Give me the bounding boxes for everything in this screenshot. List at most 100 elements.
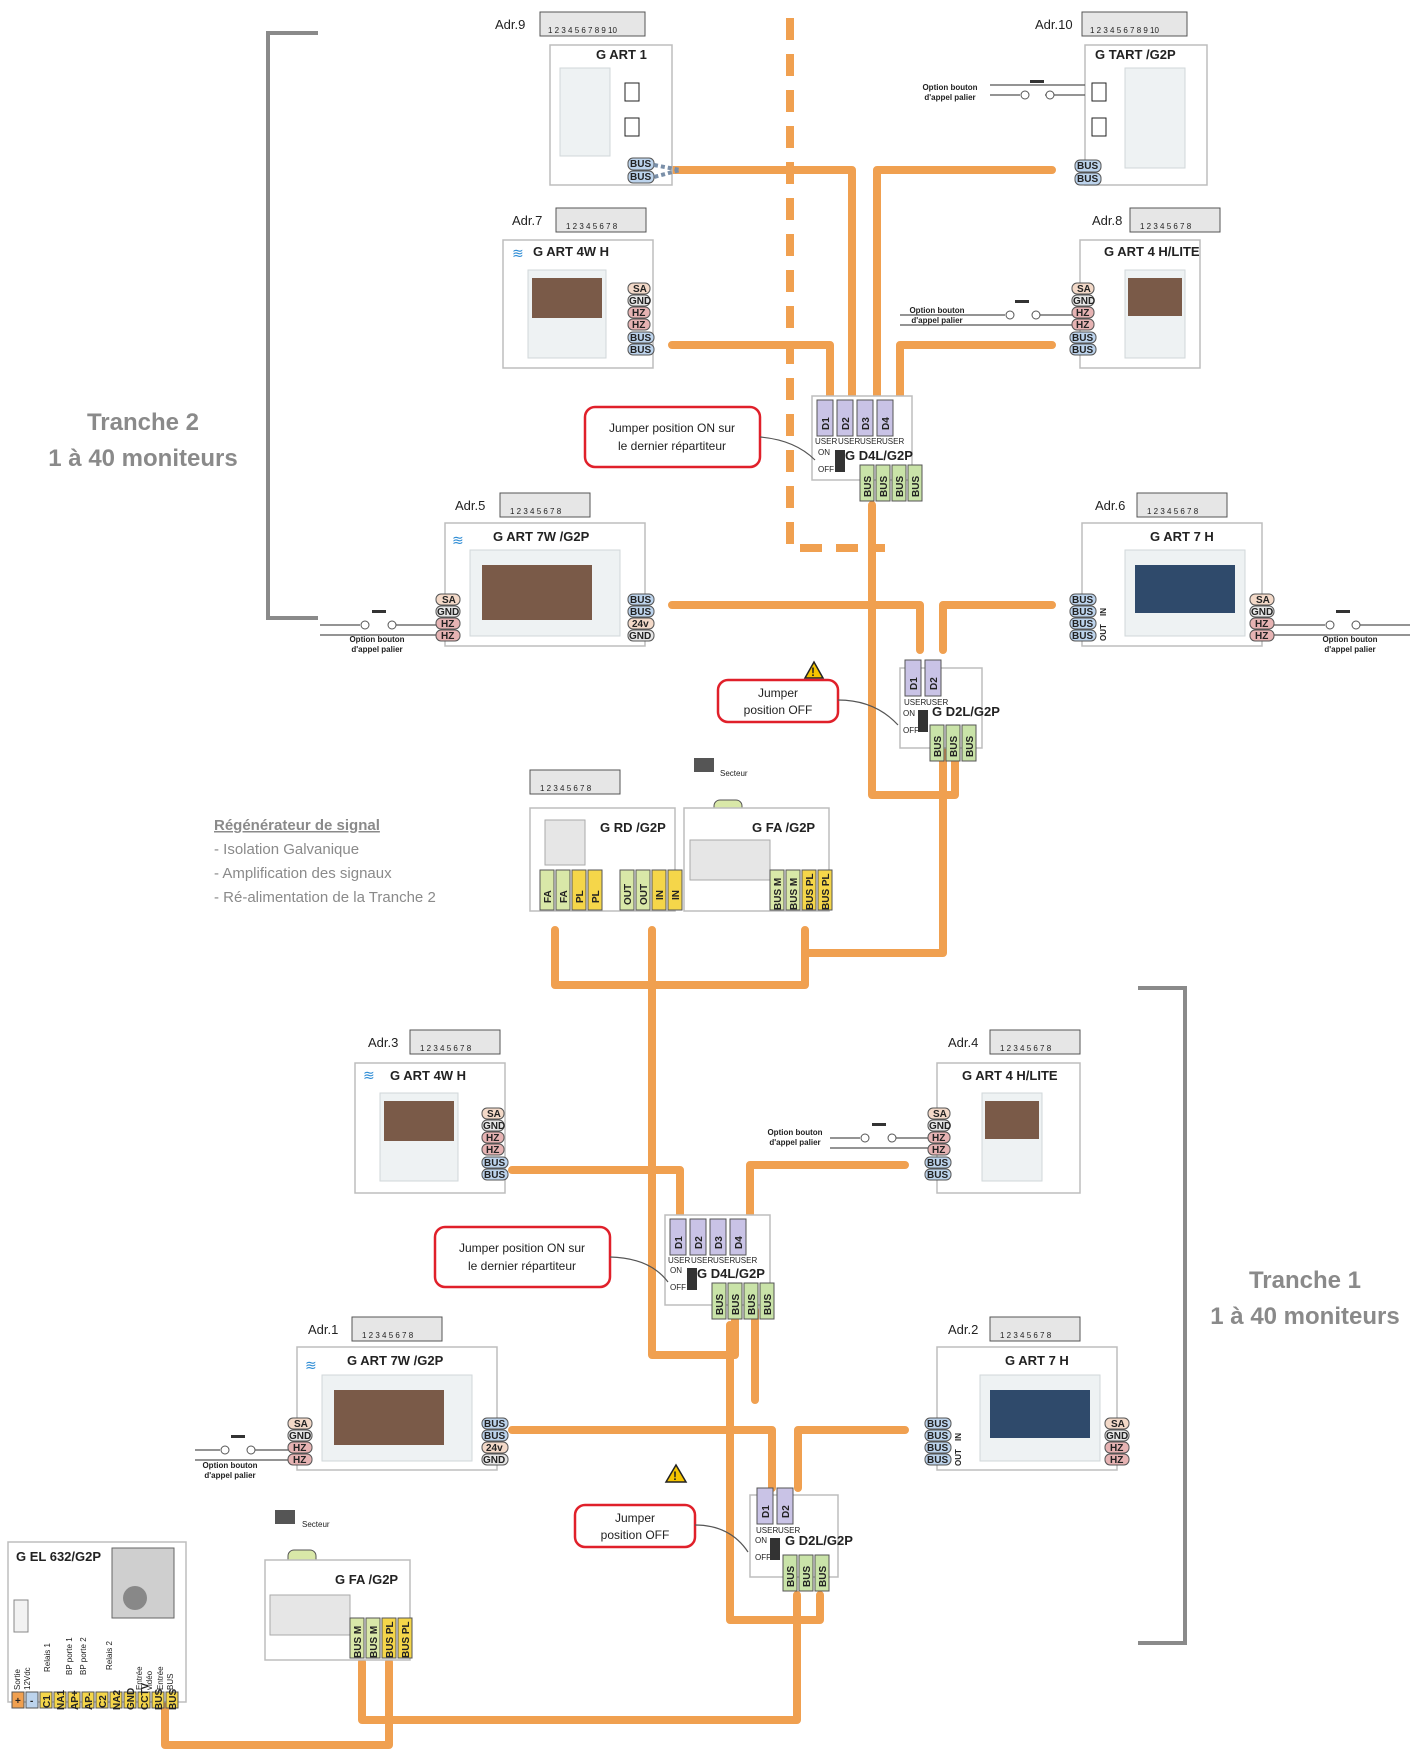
wifi-icon: ≋ bbox=[452, 532, 464, 548]
bus-wires bbox=[161, 18, 1056, 1749]
callout-arrow bbox=[837, 699, 899, 726]
jumper-icon bbox=[770, 1538, 780, 1560]
jumper-on-label: ON bbox=[818, 448, 830, 457]
distributor-d2l-tranche2: ! D1 D2 USER USER G D2L/G2P ON OFF BUS B… bbox=[803, 659, 1000, 762]
push-button-icon bbox=[830, 1137, 928, 1149]
option-label: d'appel palier bbox=[1324, 645, 1375, 654]
user-label: USER bbox=[815, 437, 837, 446]
device-title: G ART 4 H/LITE bbox=[1104, 244, 1200, 259]
terminal-label: HZ bbox=[486, 1133, 499, 1144]
panel-label: Entrée bbox=[156, 1666, 165, 1690]
option-label: Option bouton bbox=[767, 1128, 822, 1137]
door-panel-gel632: G EL 632/G2P Sortie 12Vdc Relais 1 BP po… bbox=[7, 1541, 187, 1710]
callout-text: position OFF bbox=[601, 1528, 670, 1542]
dip-digits: 1 2 3 4 5 6 7 8 bbox=[362, 1331, 414, 1340]
terminal-label: GND bbox=[1073, 296, 1095, 307]
terminal-label: GND bbox=[629, 296, 651, 307]
terminal-label: HZ bbox=[441, 619, 454, 630]
terminal-label: NA1 bbox=[56, 1690, 67, 1710]
terminal-label: D4 bbox=[881, 417, 892, 430]
user-label: USER bbox=[778, 1526, 800, 1535]
warning-icon bbox=[664, 1463, 688, 1483]
dip-switch bbox=[499, 492, 591, 518]
dip-digits: 1 2 3 4 5 6 7 8 bbox=[1000, 1331, 1052, 1340]
terminal-label: BUS bbox=[630, 345, 651, 356]
terminal-label: HZ bbox=[293, 1455, 306, 1466]
address-label: Adr.5 bbox=[455, 498, 485, 513]
terminal-label: BUS bbox=[863, 476, 874, 497]
device-image bbox=[269, 1594, 351, 1636]
terminal-label: D4 bbox=[734, 1236, 745, 1249]
contact-icon bbox=[246, 1445, 256, 1455]
callout-text: le dernier répartiteur bbox=[618, 439, 726, 453]
callout-text: position OFF bbox=[744, 703, 813, 717]
user-label: USER bbox=[713, 1256, 735, 1265]
push-button-icon bbox=[195, 1449, 288, 1461]
dip-digits: 1 2 3 4 5 6 7 8 9 10 bbox=[548, 26, 617, 35]
push-button-icon bbox=[1015, 300, 1029, 303]
terminal-label: C2 bbox=[98, 1695, 109, 1708]
screen-image bbox=[990, 1390, 1090, 1438]
terminal-label: HZ bbox=[1255, 631, 1268, 642]
address-label: Adr.8 bbox=[1092, 213, 1122, 228]
tranche1-subtitle: 1 à 40 moniteurs bbox=[1210, 1303, 1399, 1330]
device-title: G FA /G2P bbox=[752, 820, 815, 835]
terminal-label: GND bbox=[929, 1121, 951, 1132]
address-label: Adr.10 bbox=[1035, 17, 1073, 32]
terminal-label: GND bbox=[483, 1121, 505, 1132]
terminal-label: HZ bbox=[441, 631, 454, 642]
connector-icon bbox=[13, 1599, 29, 1633]
panel-image bbox=[111, 1547, 175, 1619]
dip-digits: 1 2 3 4 5 6 7 8 bbox=[566, 222, 618, 231]
dip-switch bbox=[1081, 11, 1188, 37]
push-button-icon bbox=[990, 84, 1085, 96]
device-image bbox=[544, 819, 586, 866]
wire-adr8 bbox=[896, 341, 1056, 400]
dip-switch bbox=[351, 1316, 443, 1342]
panel-label: BP porte 1 bbox=[65, 1637, 74, 1675]
push-button-icon bbox=[1030, 80, 1044, 83]
jumper-off-label: OFF bbox=[818, 465, 834, 474]
device-title: G D4L/G2P bbox=[845, 448, 913, 463]
device-title: G ART 4 H/LITE bbox=[962, 1068, 1058, 1083]
connector-icon bbox=[624, 117, 640, 137]
wire-adr4 bbox=[746, 1161, 909, 1219]
dip-switch bbox=[1129, 207, 1221, 233]
callout-arrow bbox=[609, 1256, 669, 1283]
terminal-label: BUS bbox=[731, 1294, 742, 1315]
option-label: Option bouton bbox=[909, 306, 964, 315]
option-label: d'appel palier bbox=[924, 93, 975, 102]
terminal-label: BUS bbox=[763, 1294, 774, 1315]
wire-rd-d4l bbox=[648, 926, 739, 1359]
terminal-label: GND bbox=[289, 1431, 311, 1442]
terminal-label: HZ bbox=[1255, 619, 1268, 630]
address-label: Adr.7 bbox=[512, 213, 542, 228]
terminal-label: GND bbox=[1251, 607, 1273, 618]
plug-icon bbox=[694, 758, 714, 772]
contact-icon bbox=[1005, 310, 1015, 320]
panel-label: BP porte 2 bbox=[79, 1637, 88, 1675]
terminal-label: PL bbox=[575, 890, 586, 903]
power-supply-gfa-upper: Secteur N L G FA /G2P BUS M BUS M BUS PL… bbox=[683, 758, 833, 912]
terminal-label: BUS bbox=[927, 1455, 948, 1466]
device-face bbox=[559, 67, 611, 157]
address-label: Adr.3 bbox=[368, 1035, 398, 1050]
terminal-label: BUS bbox=[1072, 619, 1093, 630]
dip-digits: 1 2 3 4 5 6 7 8 bbox=[510, 507, 562, 516]
warning-icon bbox=[803, 660, 825, 679]
monitor-adr1: Adr.1 1 2 3 4 5 6 7 8 ≋ G ART 7W /G2P SA… bbox=[195, 1316, 509, 1480]
callout-box bbox=[583, 405, 762, 469]
jumper-on-label: ON bbox=[755, 1536, 767, 1545]
terminal-label: BUS bbox=[927, 1431, 948, 1442]
terminal-label: D2 bbox=[694, 1236, 705, 1249]
terminal-label: 24v bbox=[632, 619, 649, 630]
terminal-label: BUS bbox=[1077, 174, 1098, 185]
push-button-icon bbox=[231, 1435, 245, 1438]
terminal-label: HZ bbox=[1110, 1443, 1123, 1454]
wifi-icon: ≋ bbox=[363, 1067, 375, 1083]
terminal-label: BUS bbox=[927, 1443, 948, 1454]
option-label: Option bouton bbox=[1322, 635, 1377, 644]
tranche1-title: Tranche 1 bbox=[1249, 1267, 1361, 1294]
callout-text: Jumper position ON sur bbox=[459, 1241, 585, 1255]
